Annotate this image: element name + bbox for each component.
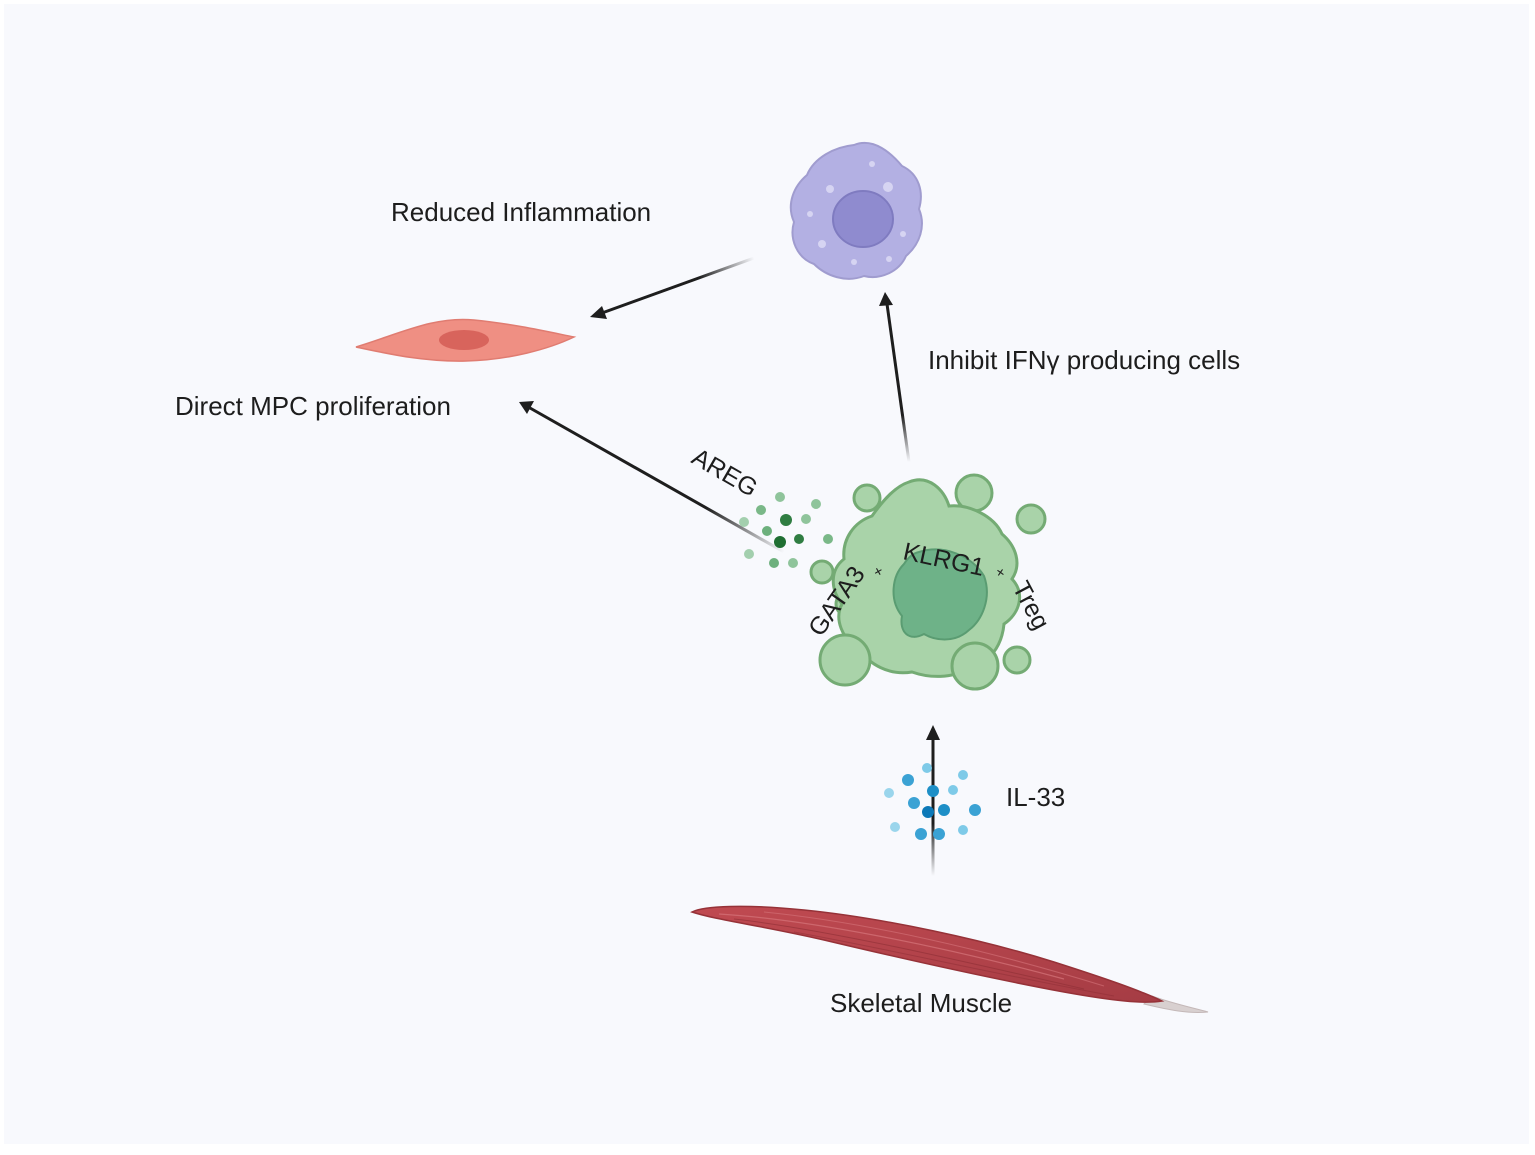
direct-mpc-proliferation-label: Direct MPC proliferation: [175, 391, 451, 421]
inhibit-ifng-label: Inhibit IFNγ producing cells: [928, 345, 1241, 375]
diagram-canvas: GATA3 + KLRG1 + Treg AREG Reduced Inflam…: [4, 4, 1529, 1144]
il33-molecules-icon: [884, 763, 981, 840]
skeletal-muscle-icon: [690, 905, 1209, 1013]
macrophage-icon: [789, 142, 923, 280]
areg-label: AREG: [687, 443, 762, 503]
arrow-il33: [926, 725, 940, 876]
reduced-inflammation-label: Reduced Inflammation: [391, 197, 652, 227]
arrow-inhibit-ifng: [879, 292, 911, 463]
arrow-direct-mpc: [519, 401, 785, 554]
mpc-cell-icon: [355, 318, 577, 362]
skeletal-muscle-label: Skeletal Muscle: [830, 988, 1013, 1018]
diagram-graphics: GATA3 + KLRG1 + Treg AREG: [355, 142, 1209, 1013]
il33-label: IL-33: [1006, 782, 1066, 812]
arrow-reduced-inflammation: [590, 256, 755, 319]
areg-molecules-icon: [739, 492, 833, 568]
treg-cell-icon: [809, 473, 1047, 691]
